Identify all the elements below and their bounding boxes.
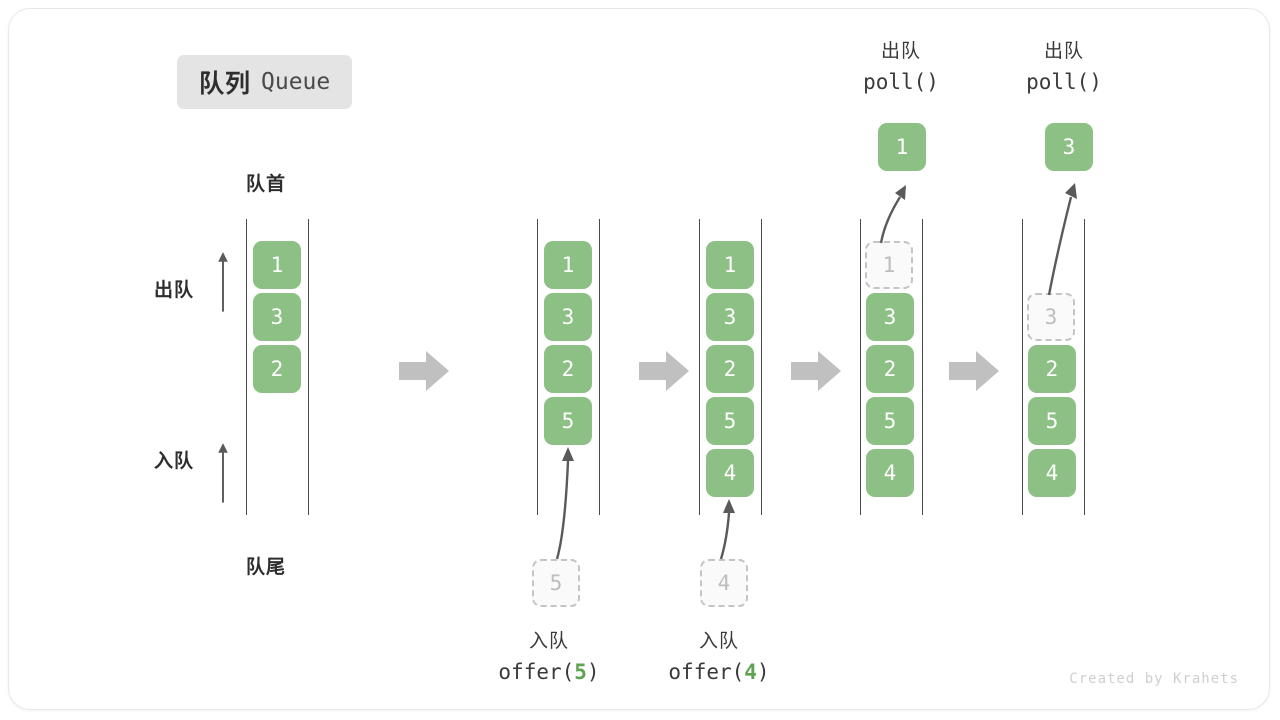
dequeue-side-label: 出队 (154, 280, 195, 301)
title-chinese: 队列 (199, 70, 252, 98)
popped-cell: 1 (878, 123, 926, 171)
queue-cell: 5 (866, 397, 914, 445)
queue-cell: 1 (706, 241, 754, 289)
rail-left-state-5 (1022, 219, 1023, 515)
operation-name: 入队 (698, 631, 739, 652)
operation-name: 出队 (880, 41, 921, 62)
queue-cell: 3 (706, 293, 754, 341)
rail-right-state-5 (1084, 219, 1085, 515)
queue-cell: 4 (706, 449, 754, 497)
queue-cell: 2 (866, 345, 914, 393)
operation-signature: offer(4) (668, 660, 770, 685)
rail-left-state-3 (699, 219, 700, 515)
rail-right-state-2 (599, 219, 600, 515)
pending-cell: 5 (532, 559, 580, 607)
queue-cell: 2 (544, 345, 592, 393)
operation-signature: poll() (1026, 70, 1102, 95)
operation-signature: offer(5) (498, 660, 600, 685)
popped-cell: 3 (1045, 123, 1093, 171)
dequeue-motion-arrow-icon (879, 185, 906, 244)
rail-left-state-2 (537, 219, 538, 515)
dequeue-motion-arrow-icon (1047, 183, 1077, 296)
dequeue-direction-arrow-icon (218, 252, 228, 312)
queue-cell: 5 (706, 397, 754, 445)
queue-cell: 3 (866, 293, 914, 341)
enqueue-motion-arrow-icon (719, 499, 735, 560)
queue-cell-removed: 1 (865, 241, 913, 289)
pending-cell: 4 (700, 559, 748, 607)
rail-right-state-1 (308, 219, 309, 515)
queue-cell: 5 (1028, 397, 1076, 445)
operation-label-poll-3: 出队 poll() (984, 37, 1144, 99)
enqueue-side-label: 入队 (154, 451, 195, 472)
operation-label-offer-5: 入队 offer(5) (459, 627, 639, 689)
operation-argument: 5 (574, 660, 587, 685)
rail-left-state-4 (860, 219, 861, 515)
operation-label-offer-4: 入队 offer(4) (629, 627, 809, 689)
queue-cell: 2 (253, 345, 301, 393)
operation-argument: 4 (744, 660, 757, 685)
title-english: Queue (261, 69, 331, 95)
operation-name: 出队 (1043, 41, 1084, 62)
transition-arrow-icon (639, 351, 689, 391)
queue-cell: 1 (253, 241, 301, 289)
operation-signature: poll() (863, 70, 939, 95)
operation-name: 入队 (528, 631, 569, 652)
queue-cell: 1 (544, 241, 592, 289)
queue-cell-removed: 3 (1027, 293, 1075, 341)
transition-arrow-icon (949, 351, 999, 391)
rail-right-state-4 (922, 219, 923, 515)
queue-head-label: 队首 (246, 174, 287, 195)
enqueue-direction-arrow-icon (218, 443, 228, 503)
queue-cell: 3 (253, 293, 301, 341)
queue-cell: 3 (544, 293, 592, 341)
rail-right-state-3 (761, 219, 762, 515)
queue-cell: 5 (544, 397, 592, 445)
diagram-card: 队列 Queue 队首 队尾 出队 入队 1 3 2 1 (8, 8, 1270, 710)
queue-cell: 2 (1028, 345, 1076, 393)
rail-left-state-1 (246, 219, 247, 515)
queue-cell: 4 (866, 449, 914, 497)
queue-tail-label: 队尾 (246, 557, 287, 578)
watermark: Created by Krahets (1069, 671, 1239, 687)
title-badge: 队列 Queue (177, 55, 353, 109)
transition-arrow-icon (399, 351, 449, 391)
transition-arrow-icon (791, 351, 841, 391)
enqueue-motion-arrow-icon (555, 447, 574, 560)
operation-label-poll-1: 出队 poll() (821, 37, 981, 99)
queue-cell: 4 (1028, 449, 1076, 497)
queue-cell: 2 (706, 345, 754, 393)
